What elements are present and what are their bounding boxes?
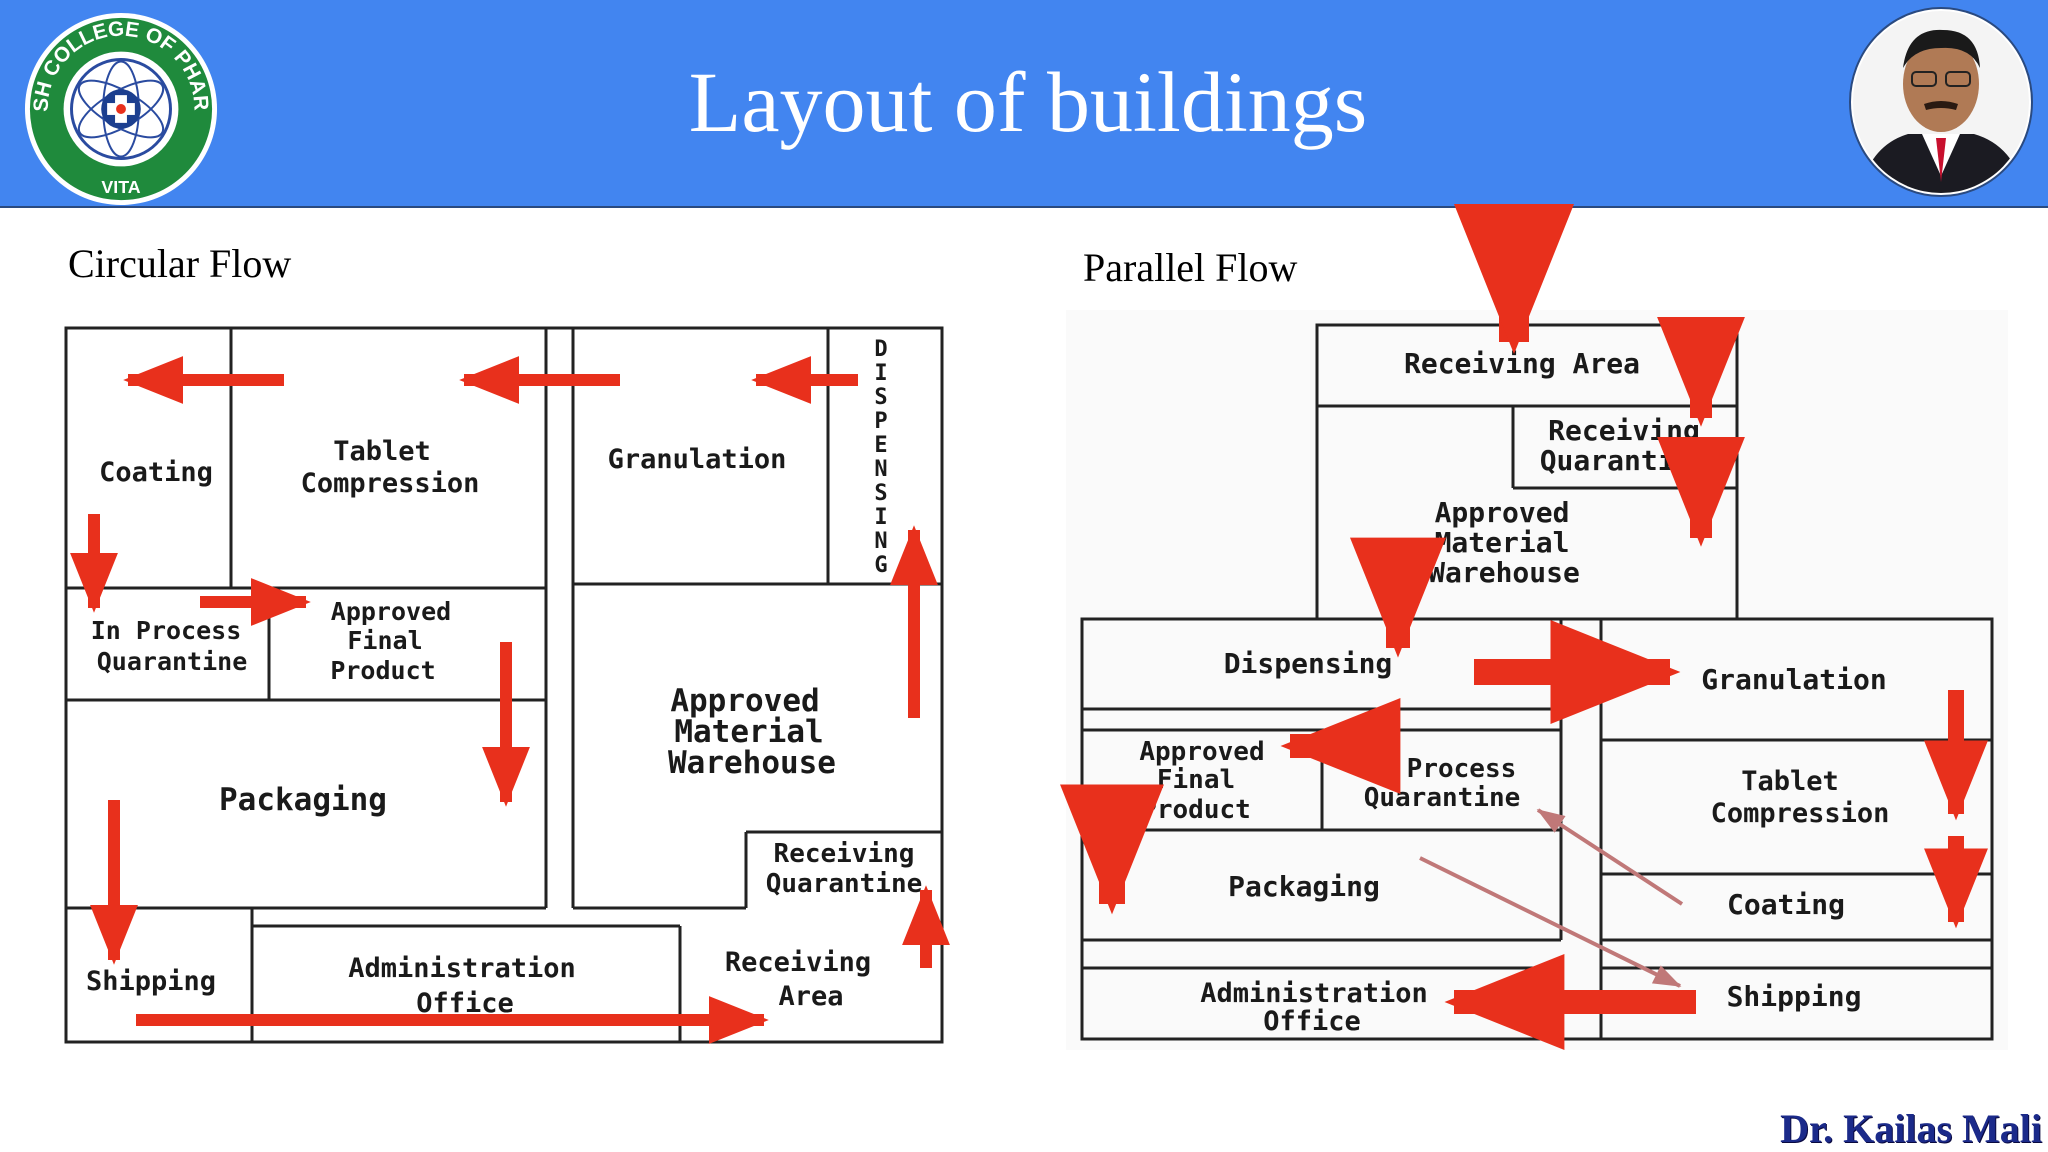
par-diagonal-arrow (1419, 856, 1682, 988)
circ-approved-final-product-line1: Approved (331, 597, 451, 626)
parallel-flow-diagram: Receiving Area Receiving Quarantine Appr… (1060, 204, 1994, 1050)
circ-shipping-label: Shipping (86, 966, 216, 997)
circ-tablet-compression-line1: Tablet (333, 436, 431, 467)
circ-dispensing-label: D I S P E N S I N G (874, 337, 887, 578)
par-administration-office-line2: Office (1263, 1006, 1361, 1037)
parallel-flow-heading: Parallel Flow (1083, 245, 1298, 290)
circ-approved-final-product-line2: Final (347, 626, 422, 655)
par-tablet-compression-line2: Compression (1711, 798, 1890, 829)
par-in-process-quarantine-line1: In Process (1360, 754, 1517, 784)
circ-dispensing-letter: P (874, 409, 887, 434)
par-granulation-label: Granulation (1701, 663, 1886, 696)
circ-packaging-label: Packaging (219, 782, 387, 818)
circ-receiving-area-line2: Area (778, 981, 843, 1012)
college-logo: ADARSH COLLEGE OF PHARMACY VITA (22, 10, 218, 206)
par-coating-label: Coating (1727, 888, 1845, 921)
circular-outer-wall (64, 326, 944, 1044)
circ-administration-office-line2: Office (416, 988, 514, 1019)
par-tablet-compression-line1: Tablet (1741, 766, 1839, 797)
presenter-photo (1849, 7, 2033, 197)
circ-dispensing-letter: S (874, 481, 887, 506)
circ-dispensing-letter: G (874, 553, 887, 578)
circ-receiving-quarantine-line1: Receiving (774, 839, 915, 869)
circ-approved-material-warehouse-line2: Material (674, 714, 823, 750)
circ-administration-office-line1: Administration (348, 953, 576, 984)
slide-header: ADARSH COLLEGE OF PHARMACY VITA Layout o… (0, 0, 2048, 208)
par-receiving-quarantine-line2: Quarantine (1540, 444, 1709, 477)
par-diagonal-arrow (1536, 808, 1684, 906)
par-administration-office-line1: Administration (1200, 978, 1428, 1009)
circular-flow-heading: Circular Flow (68, 241, 292, 286)
par-receiving-quarantine-line1: Receiving (1548, 414, 1700, 447)
circ-dispensing-letter: I (874, 505, 887, 530)
circ-dispensing-letter: N (874, 457, 887, 482)
par-in-process-quarantine-line2: Quarantine (1364, 783, 1521, 813)
circ-dispensing-letter: E (874, 433, 887, 458)
circular-flow-diagram: Coating Tablet Compression Granulation D… (64, 326, 950, 1044)
par-approved-final-product-line2: Final (1157, 765, 1235, 795)
slide-title: Layout of buildings (688, 54, 1368, 150)
par-dispensing-label: Dispensing (1224, 647, 1393, 680)
circ-dispensing-letter: I (874, 361, 887, 386)
par-packaging-label: Packaging (1228, 870, 1380, 903)
circ-dispensing-letter: D (874, 337, 887, 362)
circ-in-process-quarantine-line2: Quarantine (97, 647, 248, 676)
circ-approved-material-warehouse-line3: Warehouse (668, 745, 836, 781)
author-signature: Dr. Kailas Mali (1780, 1106, 2042, 1151)
circ-dispensing-letter: S (874, 385, 887, 410)
par-approved-material-warehouse-line3: Warehouse (1428, 556, 1580, 589)
circ-granulation-label: Granulation (608, 444, 787, 475)
par-receiving-area-label: Receiving Area (1404, 347, 1640, 380)
circ-approved-material-warehouse-line1: Approved (670, 683, 819, 719)
par-approved-final-product-line1: Approved (1139, 737, 1264, 767)
par-shipping-label: Shipping (1727, 980, 1862, 1013)
circ-tablet-compression-line2: Compression (301, 468, 480, 499)
circ-in-process-quarantine-line1: In Process (91, 616, 242, 645)
par-approved-material-warehouse-line2: Material (1435, 526, 1570, 559)
par-approved-final-product-line3: Product (1141, 795, 1251, 825)
par-approved-material-warehouse-line1: Approved (1435, 496, 1570, 529)
circ-coating-label: Coating (99, 457, 213, 488)
circ-approved-final-product-line3: Product (330, 656, 435, 685)
circ-dispensing-letter: N (874, 529, 887, 554)
circ-receiving-quarantine-line2: Quarantine (766, 869, 923, 899)
logo-subtext: VITA (101, 177, 140, 197)
circ-receiving-area-line1: Receiving (725, 947, 871, 978)
